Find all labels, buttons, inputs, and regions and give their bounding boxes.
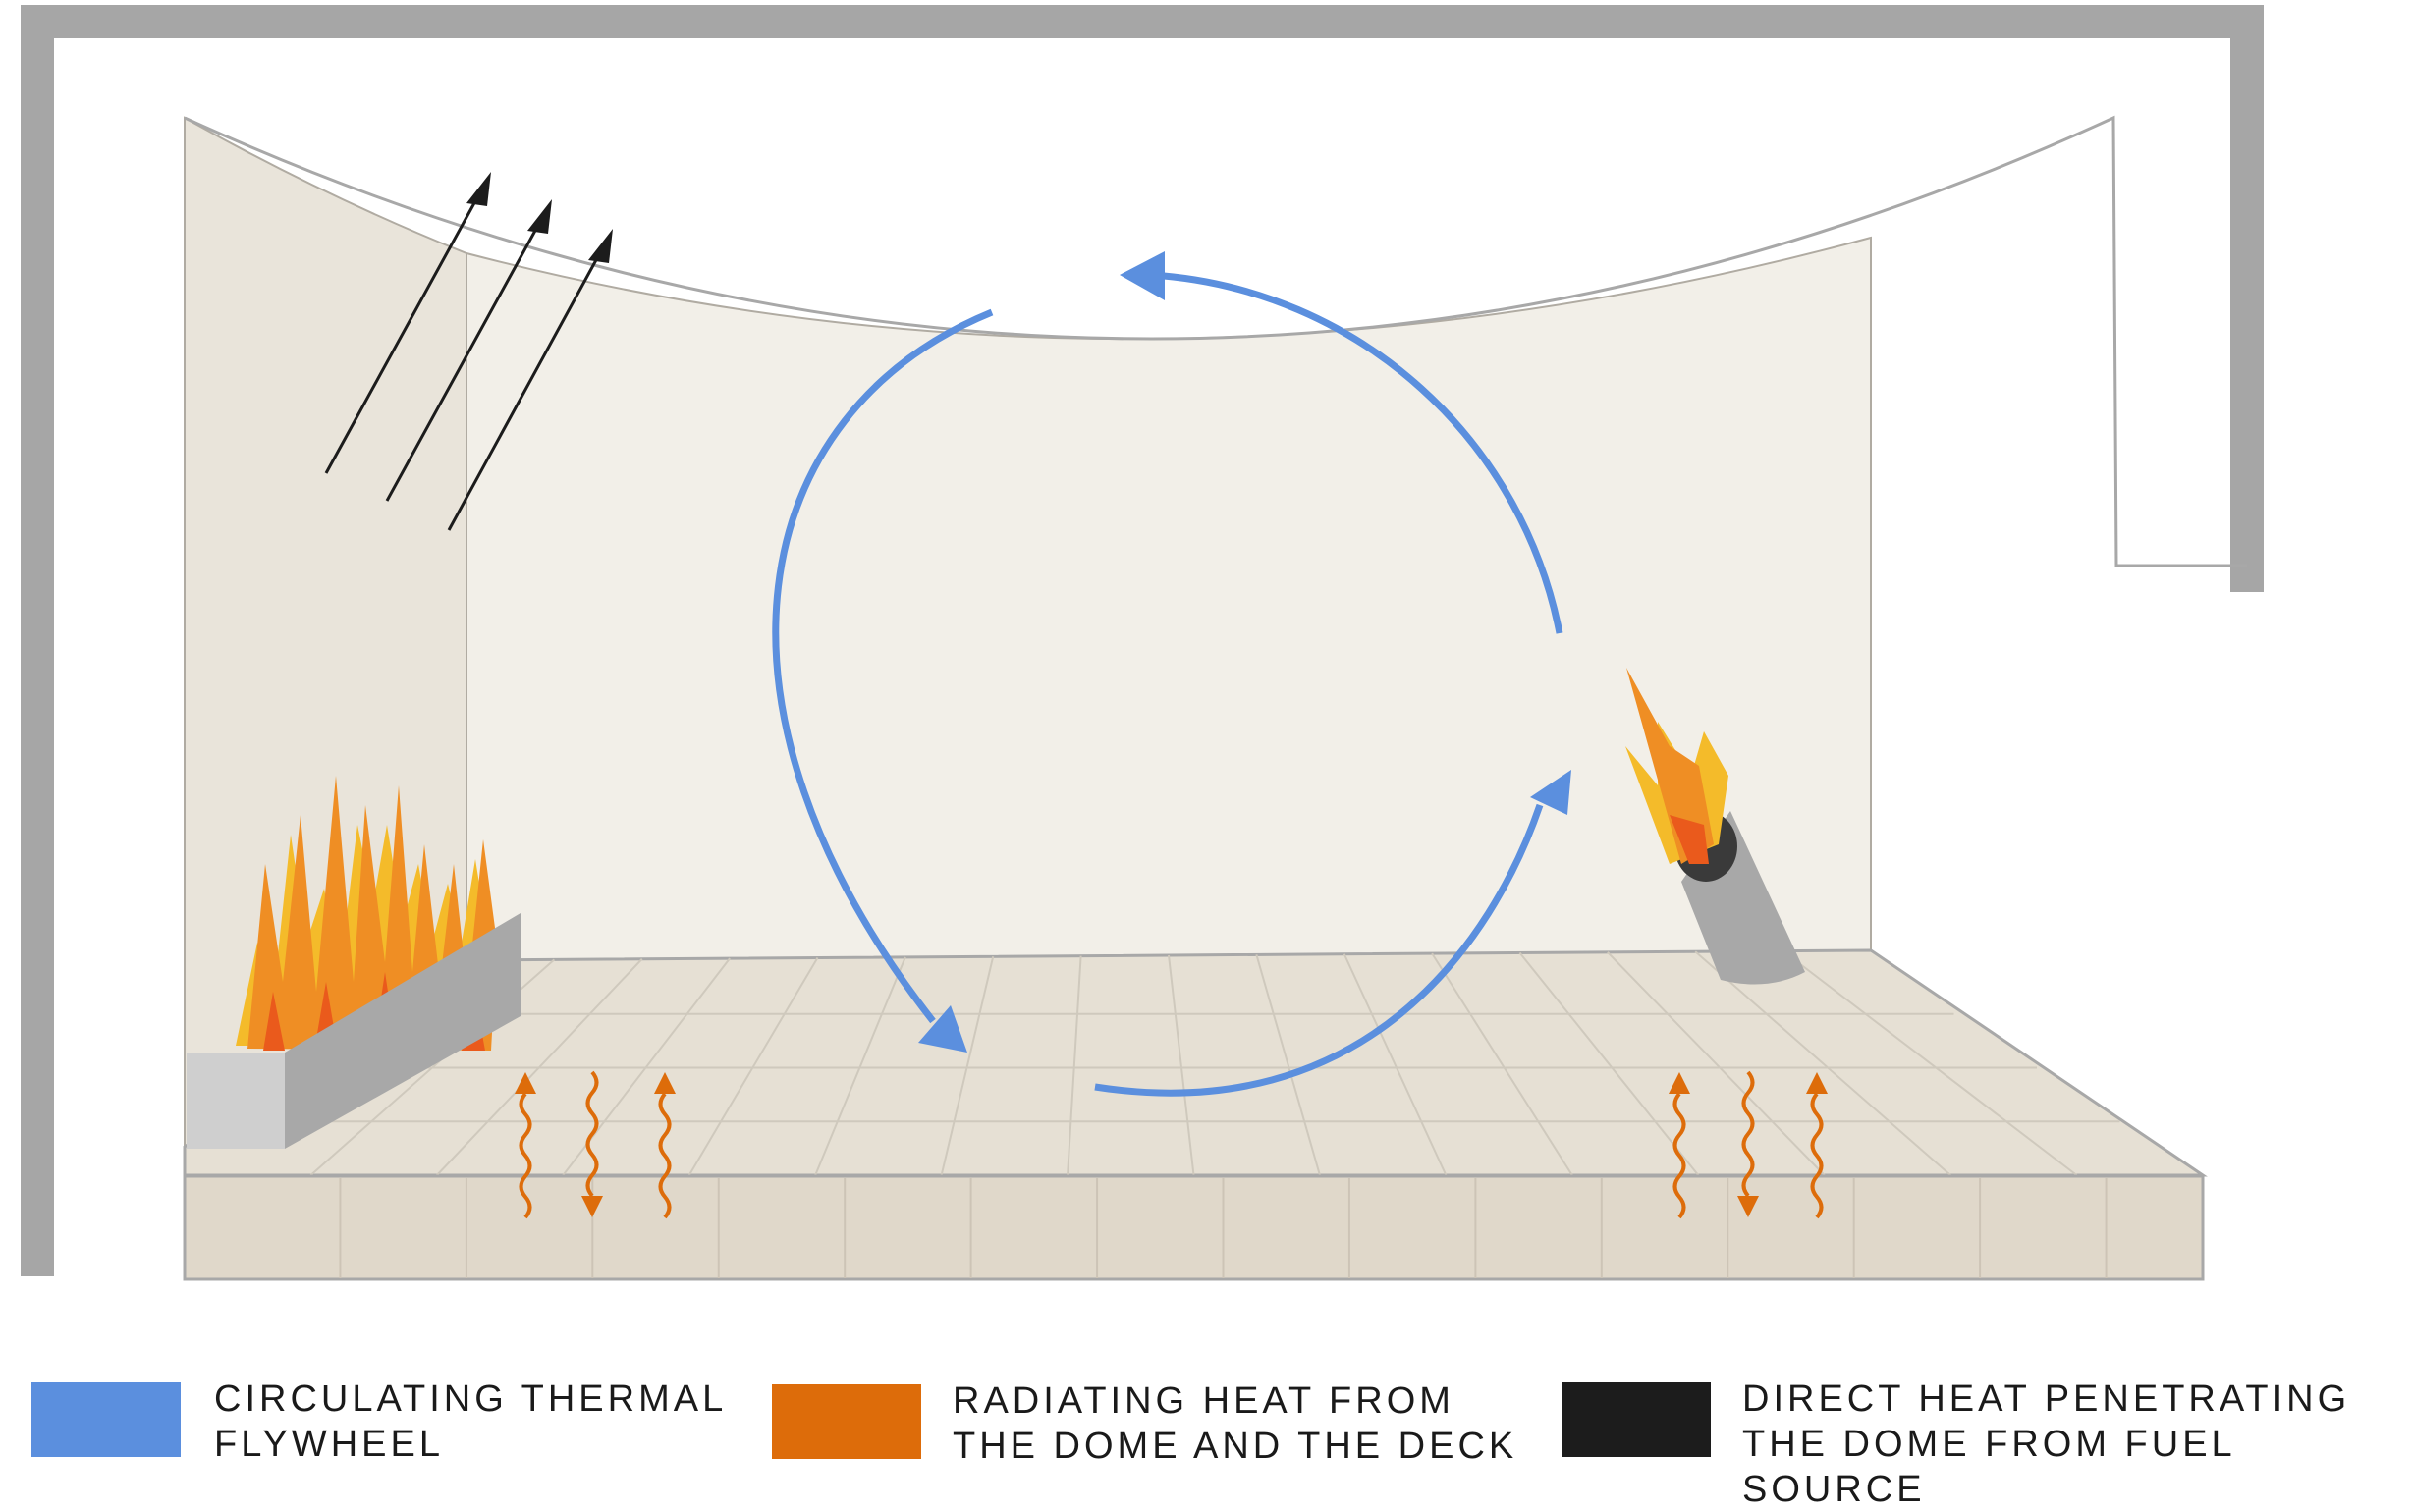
legend-label-direct: DIRECT HEAT PENETRATING THE DOME FROM FU…: [1742, 1378, 2351, 1510]
radiating-heat-arrows: [515, 1070, 1828, 1219]
back-wall: [466, 236, 1872, 969]
flywheel-arrows: [772, 251, 1571, 1097]
wavy-heat-arrow-icon: [654, 1072, 676, 1219]
legend-swatch-radiating: [772, 1384, 921, 1459]
torch-icon: [1625, 668, 1805, 985]
thermal-arrow-icon: [447, 229, 613, 531]
legend-swatch-direct: [1562, 1382, 1711, 1457]
deck-grid: [254, 949, 2120, 1176]
thermal-arrow-icon: [1530, 770, 1571, 815]
deck-front: [183, 1174, 2205, 1281]
thermal-arrow-icon: [918, 1005, 967, 1053]
outer-frame: [21, 5, 2264, 1276]
deck-front-seams: [339, 1178, 2108, 1278]
direct-heat-arrows: [324, 172, 613, 531]
legend-label-radiating: RADIATING HEAT FROM THE DOME AND THE DEC…: [953, 1380, 1518, 1467]
thermal-arrow-icon: [1120, 251, 1165, 300]
wavy-heat-arrow-icon: [1737, 1070, 1759, 1217]
dome-outline: [184, 115, 2247, 567]
burner-icon: [187, 913, 521, 1149]
wavy-heat-arrow-icon: [1669, 1072, 1690, 1219]
wavy-heat-arrow-icon: [515, 1072, 536, 1219]
legend-label-flywheel: CIRCULATING THERMAL FLYWHEEL: [214, 1378, 728, 1465]
wavy-heat-arrow-icon: [1806, 1072, 1828, 1219]
wavy-heat-arrow-icon: [581, 1070, 603, 1217]
legend-swatch-flywheel: [31, 1382, 181, 1457]
thermal-arrow-icon: [324, 172, 491, 474]
thermal-arrow-icon: [385, 199, 552, 502]
